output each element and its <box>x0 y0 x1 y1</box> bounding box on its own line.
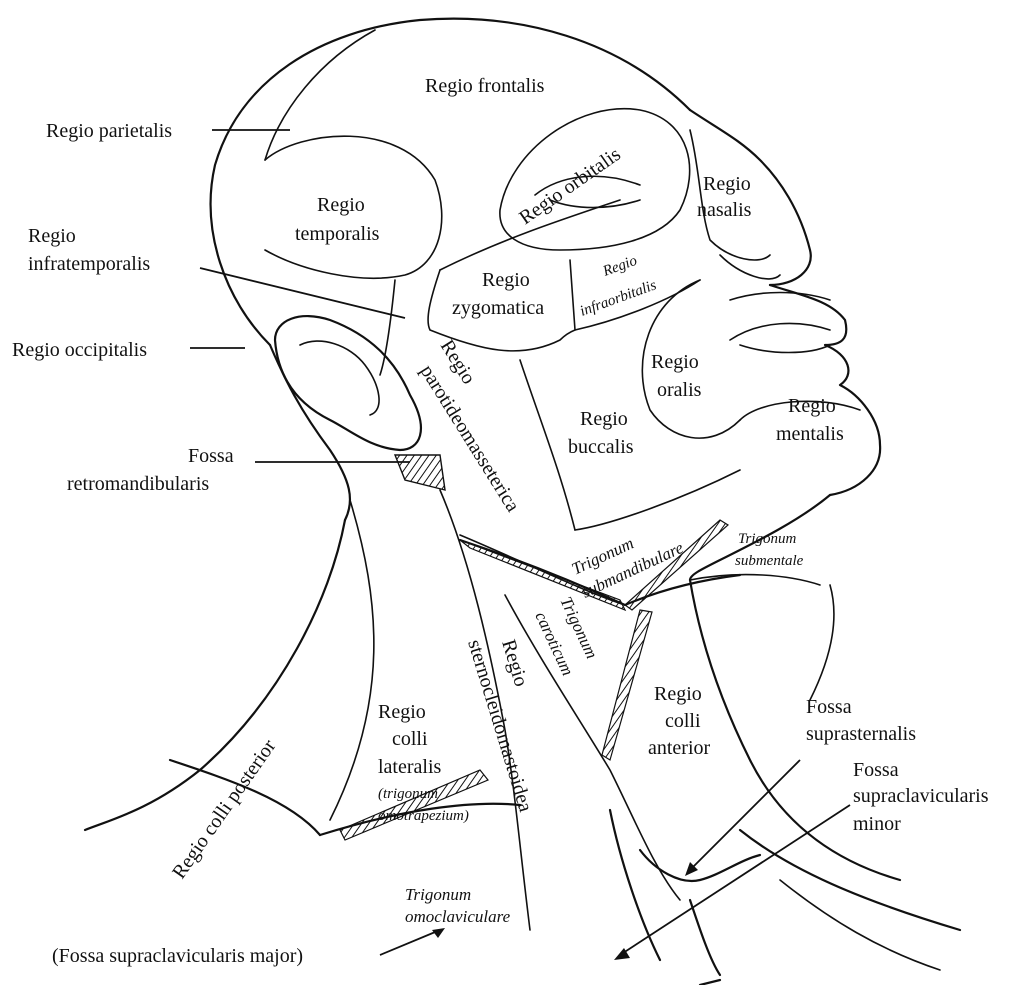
label-regio-parietalis: Regio parietalis <box>46 120 172 142</box>
nose <box>690 130 770 260</box>
fossa-retromandibularis-area <box>395 455 445 490</box>
label-regio-infraorbitalis-2: infraorbitalis <box>578 277 659 319</box>
label-fossa-supraclavicularis-minor-1: Fossa <box>853 759 899 781</box>
label-regio-mentalis-1: Regio <box>788 395 836 417</box>
label-regio-occipitalis: Regio occipitalis <box>12 339 147 361</box>
label-regio-buccalis-1: Regio <box>580 408 628 430</box>
ear <box>275 316 421 450</box>
label-regio-colli-anterior-3: anterior <box>648 737 711 759</box>
right-lower-line <box>780 880 940 970</box>
label-trigonum-submentale-2: submentale <box>735 553 804 569</box>
label-regio-zygomatica-1: Regio <box>482 269 530 291</box>
leader-infratemporalis <box>200 268 405 318</box>
frontal-region-line <box>265 30 375 160</box>
forehead-nose-outline <box>690 110 811 285</box>
label-regio-nasalis-2: nasalis <box>697 199 752 221</box>
trapezius-line <box>330 500 374 820</box>
label-regio-colli-anterior-1: Regio <box>654 683 702 705</box>
label-fossa-retromandibularis-2: retromandibularis <box>67 473 209 495</box>
right-clavicle <box>740 830 960 930</box>
label-regio-colli-posterior: Regio colli posterior <box>168 735 281 883</box>
label-regio-infratemporalis-1: Regio <box>28 225 76 247</box>
neck-front-inner <box>810 585 834 700</box>
label-regio-sternocleidomastoidea-1: Regio <box>497 637 532 689</box>
label-regio-colli-lateralis-3: lateralis <box>378 756 442 778</box>
label-trigonum-omoclaviculare-2: omoclaviculare <box>405 907 511 926</box>
label-regio-colli-lateralis-1: Regio <box>378 701 426 723</box>
label-fossa-supraclavicularis-major: (Fossa supraclavicularis major) <box>52 945 303 967</box>
label-regio-nasalis-1: Regio <box>703 173 751 195</box>
leader-suprasternalis <box>690 760 800 870</box>
label-regio-oralis-1: Regio <box>651 351 699 373</box>
label-regio-parotideomasseterica-2: parotideomasseterica <box>416 361 524 516</box>
label-fossa-retromandibularis-1: Fossa <box>188 445 234 467</box>
jugular-bone-left <box>690 900 720 975</box>
face-profile <box>770 285 880 495</box>
nostril <box>720 255 780 279</box>
label-regio-buccalis-2: buccalis <box>568 436 634 458</box>
label-trigonum-omotrapezium-2: omotrapezium) <box>378 808 469 824</box>
label-fossa-supraclavicularis-minor-3: minor <box>853 813 901 835</box>
label-regio-zygomatica-2: zygomatica <box>452 297 544 319</box>
label-regio-infraorbitalis-1: Regio <box>600 253 640 281</box>
label-regio-temporalis-2: temporalis <box>295 223 380 245</box>
leader-omoclaviculare <box>380 930 440 955</box>
label-trigonum-omotrapezium-1: (trigonum <box>378 786 438 802</box>
ear-inner <box>300 341 379 415</box>
leader-supraclavicularis-minor <box>620 805 850 955</box>
lower-lip <box>730 323 830 352</box>
neck-back-line <box>85 520 345 830</box>
label-regio-oralis-2: oralis <box>657 379 702 401</box>
label-fossa-suprasternalis-1: Fossa <box>806 696 852 718</box>
label-fossa-supraclavicularis-minor-2: supraclavicularis <box>853 785 989 807</box>
label-regio-frontalis: Regio frontalis <box>425 75 545 97</box>
buccal-boundary <box>575 470 740 530</box>
label-regio-colli-anterior-2: colli <box>665 710 701 732</box>
label-regio-mentalis-2: mentalis <box>776 423 844 445</box>
label-regio-infratemporalis-2: infratemporalis <box>28 253 150 275</box>
sternal-head <box>610 810 720 985</box>
label-regio-colli-lateralis-2: colli <box>392 728 428 750</box>
carotid-hatch <box>602 610 652 760</box>
label-trigonum-submentale-1: Trigonum <box>738 531 797 547</box>
label-regio-temporalis-1: Regio <box>317 194 365 216</box>
label-fossa-suprasternalis-2: suprasternalis <box>806 723 916 745</box>
label-trigonum-omoclaviculare-1: Trigonum <box>405 885 471 904</box>
